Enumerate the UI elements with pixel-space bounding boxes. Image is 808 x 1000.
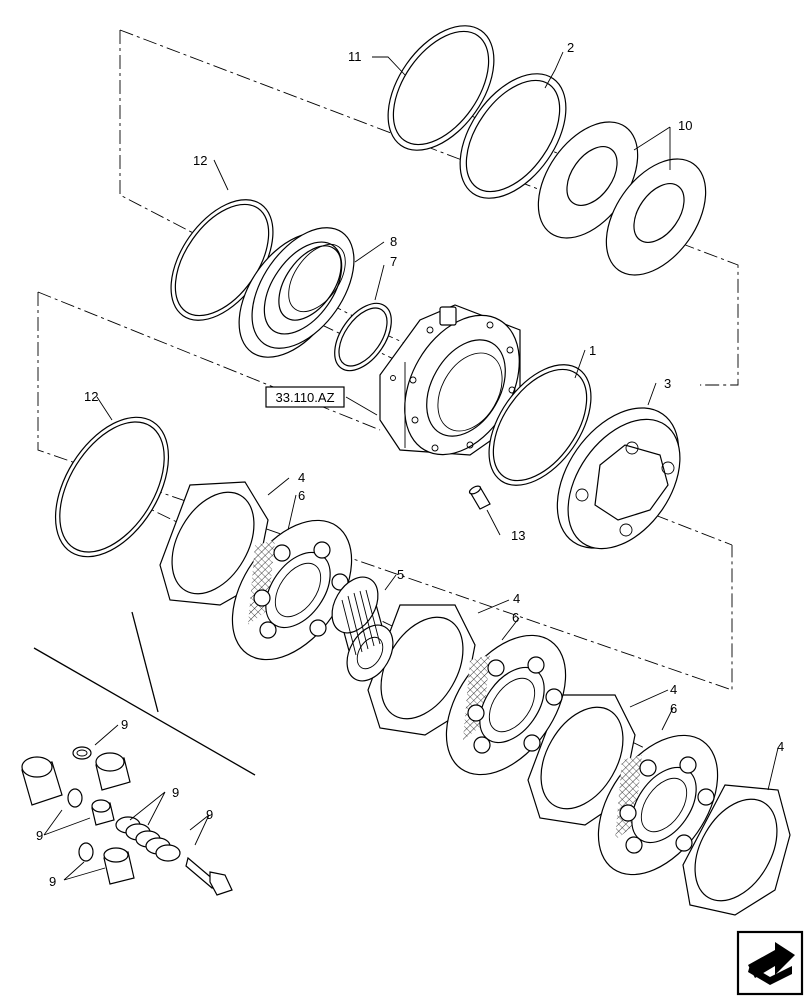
washer-part-10-front[interactable] (518, 104, 658, 256)
seal-ring-part-1[interactable] (468, 346, 612, 503)
callout-5: 5 (397, 567, 404, 582)
callout-13: 13 (511, 528, 525, 543)
callout-4-a: 4 (298, 470, 305, 485)
separator-plate-part-4-a[interactable] (155, 478, 271, 608)
dowel-pin-part-13[interactable] (468, 485, 491, 510)
callout-labels: 11 2 10 12 8 7 1 3 12 13 4 6 5 4 6 4 6 4… (36, 40, 784, 889)
callout-12-upper: 12 (193, 153, 207, 168)
cross-reference-label: 33.110.AZ (275, 390, 334, 405)
callout-9-a: 9 (121, 717, 128, 732)
o-ring-part-12-lower[interactable] (32, 397, 192, 576)
callout-9-b: 9 (172, 785, 179, 800)
leader-lines (43, 51, 779, 881)
callout-2: 2 (567, 40, 574, 55)
separator-plate-part-4-d[interactable] (678, 784, 794, 916)
callout-4-c: 4 (670, 682, 677, 697)
next-page-arrow-icon[interactable] (736, 930, 804, 996)
seal-ring-part-2[interactable] (438, 55, 587, 218)
callout-12-lower: 12 (84, 389, 98, 404)
o-ring-part-7[interactable] (323, 293, 403, 380)
spring-kit-part-9[interactable] (21, 611, 256, 896)
friction-disc-part-6-c[interactable] (574, 714, 742, 897)
callout-6-a: 6 (298, 488, 305, 503)
callout-8: 8 (390, 234, 397, 249)
callout-9-e: 9 (49, 874, 56, 889)
callout-10: 10 (678, 118, 692, 133)
callout-4-b: 4 (513, 591, 520, 606)
callout-9-c: 9 (206, 807, 213, 822)
callout-6-c: 6 (670, 701, 677, 716)
callout-6-b: 6 (512, 610, 519, 625)
callout-3: 3 (664, 376, 671, 391)
piston-part-8[interactable] (217, 209, 374, 376)
callout-9-d: 9 (36, 828, 43, 843)
brake-housing-part-1[interactable] (379, 295, 543, 475)
snap-ring-part-11[interactable] (366, 7, 515, 170)
friction-disc-part-6-b[interactable] (422, 614, 590, 797)
washer-part-10-rear[interactable] (586, 141, 726, 293)
separator-plate-part-4-c[interactable] (524, 693, 640, 826)
callout-11: 11 (348, 49, 362, 64)
callout-7: 7 (390, 254, 397, 269)
callout-1: 1 (589, 343, 596, 358)
callout-4-d: 4 (777, 739, 784, 754)
splined-hub-part-5[interactable] (323, 569, 403, 689)
cross-reference-33-110-az[interactable]: 33.110.AZ (265, 386, 345, 408)
carrier-part-3[interactable] (532, 385, 703, 570)
separator-plate-part-4-b[interactable] (364, 603, 480, 736)
